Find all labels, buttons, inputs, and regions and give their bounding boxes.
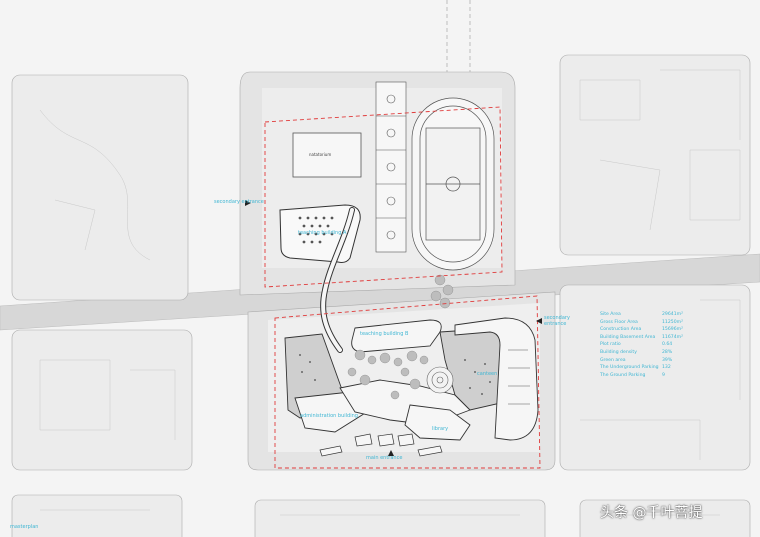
statistics-key: Construction Area	[600, 327, 642, 333]
statistics-row: The Ground Parking 9	[600, 372, 688, 380]
central-plaza	[426, 366, 454, 394]
city-block	[579, 499, 751, 537]
teaching-building-a-label: teaching building A	[298, 230, 347, 236]
city-block	[11, 494, 183, 537]
administration-building-label: administration building	[300, 413, 358, 419]
sports-hall-label: natatorium	[309, 152, 332, 157]
teaching-building-b	[351, 319, 442, 353]
statistics-value: 29641m²	[662, 312, 683, 317]
secondary-entrance-label-left: secondary entrance	[214, 199, 264, 205]
running-track	[411, 97, 495, 271]
statistics-value: 39%	[662, 357, 673, 363]
city-block	[11, 74, 189, 301]
statistics-value: 11250m²	[662, 319, 683, 325]
statistics-row: Plot ratio 0.64	[600, 341, 688, 349]
entrance-gates	[319, 433, 443, 457]
statistics-key: Building Basement Area	[600, 334, 656, 340]
entrance-arrow-icon	[245, 200, 251, 206]
covered-corridor	[321, 208, 354, 352]
statistics-key: The Ground Parking	[600, 372, 646, 378]
statistics-value: 9	[662, 372, 665, 378]
entrance-arrow-icon	[388, 450, 394, 456]
canteen-label: canteen	[477, 371, 498, 377]
trees	[347, 274, 454, 400]
statistics-value: 11674m²	[662, 334, 683, 340]
statistics-row: Green area 39%	[600, 357, 688, 365]
statistics-row: Construction Area 15696m²	[600, 326, 688, 334]
east-building	[404, 404, 471, 441]
library-label: library	[432, 426, 449, 432]
statistics-key: The Underground Parking	[600, 365, 659, 371]
sports-hall	[292, 132, 362, 178]
statistics-key: Building density	[600, 349, 637, 355]
statistics-key: Plot ratio	[600, 342, 621, 348]
library-partitions	[508, 349, 530, 405]
statistics-row: Building density 28%	[600, 349, 688, 357]
seating-grid	[298, 216, 334, 244]
masterplan-label: masterplan	[10, 524, 39, 530]
site-boundary	[264, 106, 541, 469]
city-block	[559, 54, 751, 256]
statistics-key: Green area	[600, 357, 626, 363]
city-block	[254, 499, 546, 537]
statistics-row: Site Area 29641m²	[600, 311, 688, 319]
neighbour-buildings	[39, 69, 741, 516]
statistics-key: Site Area	[600, 312, 621, 317]
statistics-value: 0.64	[662, 342, 673, 348]
secondary-entrance-label-right: secondary entrance	[544, 315, 570, 327]
city-block	[11, 329, 193, 471]
city-block	[559, 284, 751, 471]
statistics-value: 28%	[662, 349, 673, 355]
statistics-value: 132	[662, 365, 671, 371]
statistics-key: Gross Floor Area	[600, 319, 638, 325]
main-entrance-label: main entrance	[366, 455, 403, 461]
entrance-arrow-icon	[536, 318, 542, 324]
watermark-text: 头条 @千叶菩提	[600, 505, 703, 521]
teaching-building-b-label: teaching building B	[360, 331, 409, 337]
basketball-courts	[375, 81, 407, 253]
statistics-row: Gross Floor Area 11250m²	[600, 319, 688, 327]
library	[454, 317, 539, 441]
planting-dots	[299, 354, 491, 395]
statistics-row: Building Basement Area 11674m²	[600, 334, 688, 342]
statistics-value: 15696m²	[662, 327, 683, 333]
